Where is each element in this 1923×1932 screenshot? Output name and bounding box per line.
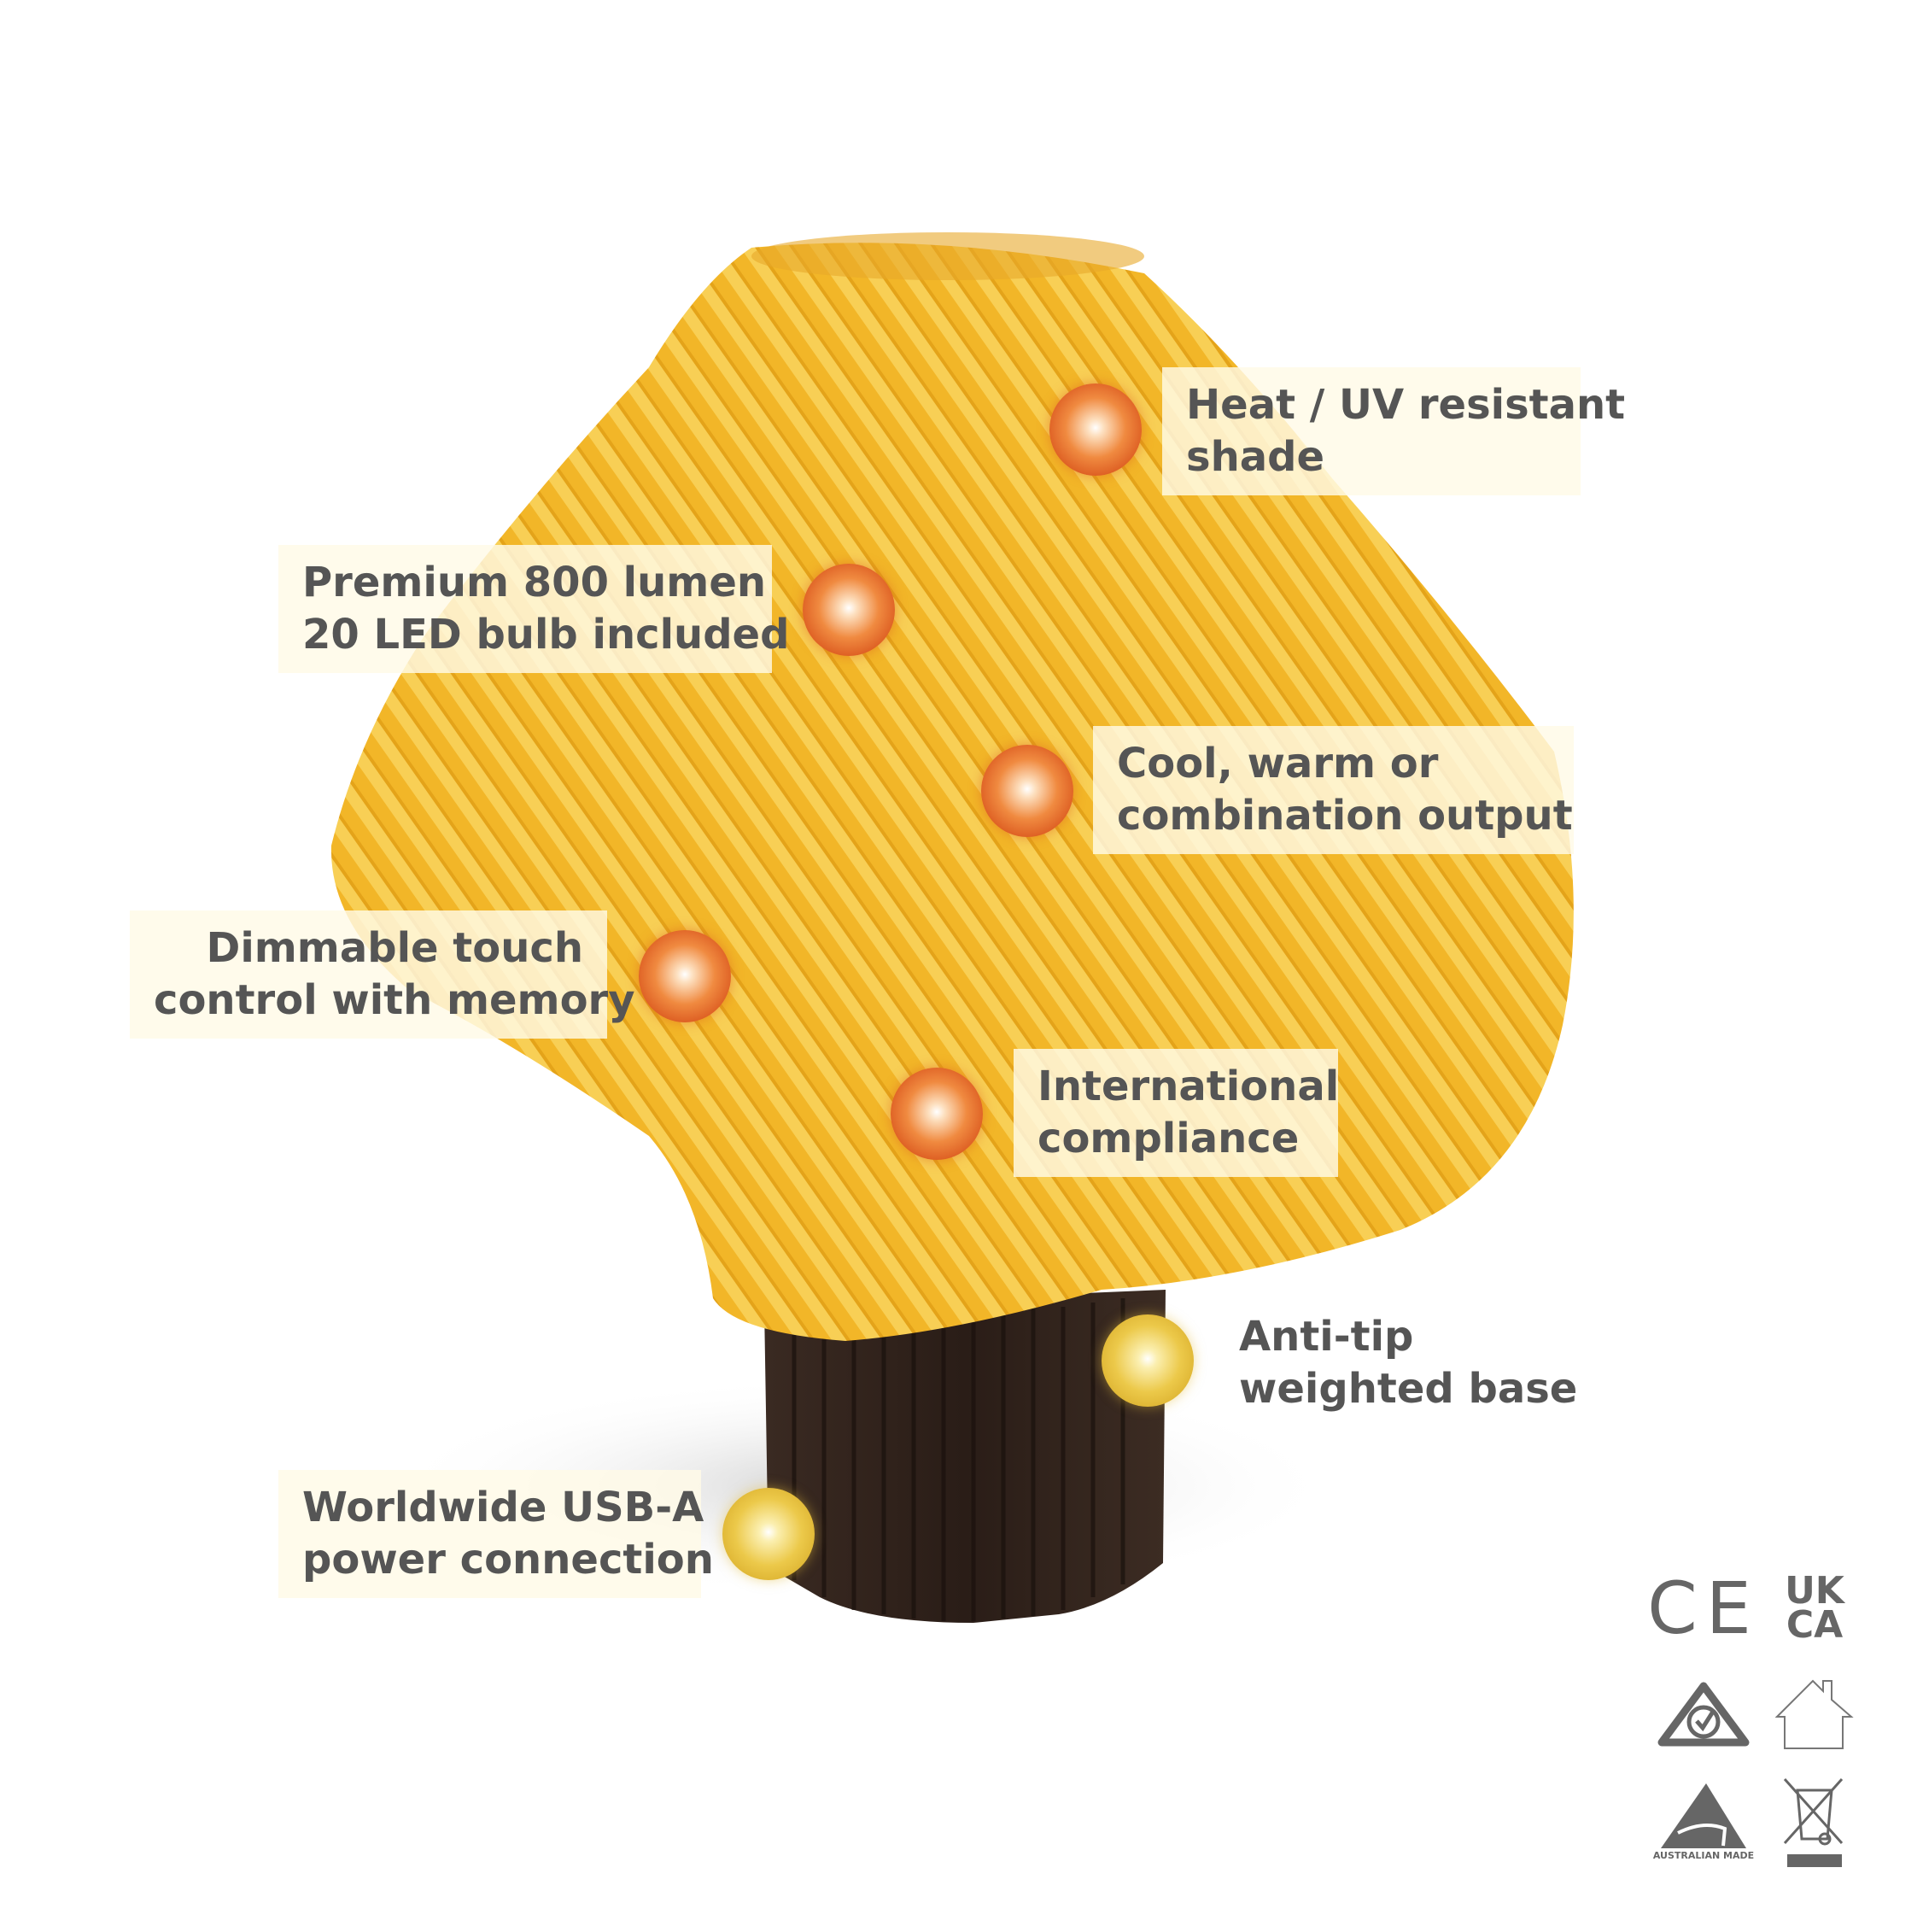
label-line: International <box>1037 1063 1340 1110</box>
feature-label-anti-tip: Anti-tip weighted base <box>1239 1311 1577 1415</box>
feature-label-compliance: International compliance <box>1014 1049 1340 1177</box>
label-line: power connection <box>302 1536 714 1584</box>
feature-label-heat-uv: Heat / UV resistant shade <box>1162 367 1626 495</box>
feature-label-dimmable: Dimmable touch control with memory <box>130 910 635 1039</box>
rcm-check-icon <box>1648 1661 1759 1768</box>
label-line: shade <box>1186 433 1325 481</box>
feature-label-usb: Worldwide USB-A power connection <box>278 1470 714 1598</box>
label-line: combination output <box>1117 792 1573 840</box>
crossed-bin-icon <box>1759 1768 1870 1875</box>
shade-opening <box>751 232 1144 280</box>
label-line: weighted base <box>1239 1365 1578 1413</box>
label-line: Premium 800 lumen <box>302 559 767 606</box>
australian-made-logo: AUSTRALIAN MADE <box>1648 1768 1759 1875</box>
label-line: Dimmable touch <box>206 924 583 972</box>
ukca-mark: UK CA <box>1759 1554 1870 1661</box>
ce-mark: CE <box>1647 1554 1760 1661</box>
ukca-text-uk: UK <box>1785 1568 1844 1613</box>
hotspot-dimmable[interactable] <box>639 930 731 1022</box>
australian-made-text: AUSTRALIAN MADE <box>1652 1850 1755 1861</box>
feature-label-bulb: Premium 800 lumen 20 LED bulb included <box>278 545 790 673</box>
label-line: Heat / UV resistant <box>1186 381 1626 429</box>
label-line: Anti-tip <box>1239 1313 1414 1361</box>
hotspot-usb[interactable] <box>722 1488 815 1580</box>
lamp-base <box>764 1290 1166 1623</box>
hotspot-heat-uv[interactable] <box>1049 383 1142 476</box>
ce-text: CE <box>1647 1566 1760 1650</box>
ukca-text-ca: CA <box>1786 1602 1844 1647</box>
hotspot-anti-tip[interactable] <box>1102 1314 1194 1407</box>
hotspot-output[interactable] <box>981 745 1073 837</box>
label-line: control with memory <box>154 976 635 1024</box>
hotspot-compliance[interactable] <box>891 1068 983 1160</box>
hotspot-bulb[interactable] <box>803 564 895 656</box>
label-line: compliance <box>1037 1115 1300 1162</box>
label-line: 20 LED bulb included <box>302 611 790 659</box>
feature-label-output: Cool, warm or combination output <box>1093 726 1574 854</box>
house-icon <box>1759 1661 1870 1768</box>
label-line: Cool, warm or <box>1117 740 1439 787</box>
certification-marks: CE UK CA AUSTRALIAN MADE <box>1647 1554 1870 1875</box>
label-line: Worldwide USB-A <box>302 1484 704 1531</box>
